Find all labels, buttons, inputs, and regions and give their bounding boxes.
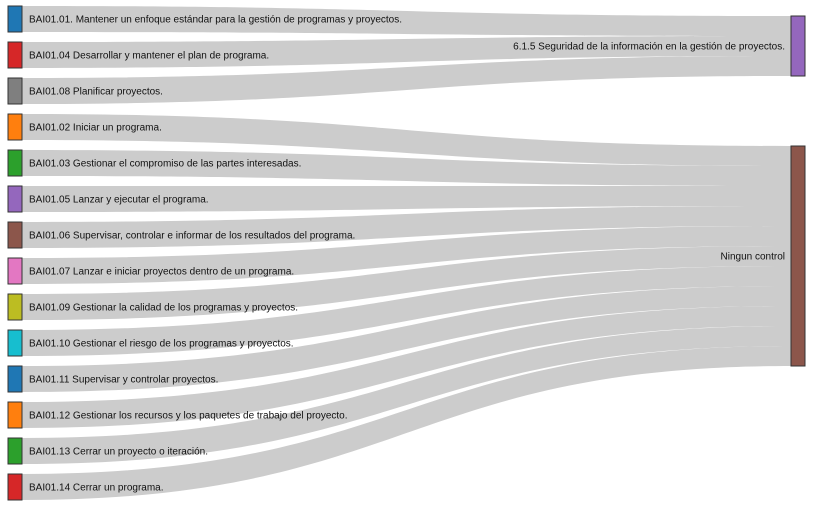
- sankey-link-7: [22, 206, 791, 248]
- sankey-link-8: [22, 226, 791, 284]
- source-node-label: BAI01.01. Mantener un enfoque estándar p…: [29, 15, 402, 26]
- sankey-link-11: [22, 286, 791, 392]
- source-node-label: BAI01.11 Supervisar y controlar proyecto…: [29, 375, 218, 386]
- source-node-label: BAI01.08 Planificar proyectos.: [29, 87, 163, 98]
- source-node-8[interactable]: [7, 257, 23, 285]
- sankey-links: [22, 6, 791, 500]
- source-node-label: BAI01.03 Gestionar el compromiso de las …: [29, 159, 301, 170]
- source-node-4[interactable]: [7, 113, 23, 141]
- source-node-13[interactable]: [7, 437, 23, 465]
- sankey-link-9: [22, 246, 791, 320]
- target-node-label: Ningun control: [721, 252, 785, 263]
- source-node-label: BAI01.02 Iniciar un programa.: [29, 123, 162, 134]
- sankey-link-6: [22, 186, 791, 212]
- sankey-link-5: [22, 150, 791, 186]
- sankey-link-14: [22, 346, 791, 500]
- source-node-label: BAI01.12 Gestionar los recursos y los pa…: [29, 411, 348, 422]
- sankey-link-1: [22, 6, 791, 36]
- target-node-1[interactable]: [790, 15, 806, 77]
- target-node-2[interactable]: [790, 145, 806, 367]
- source-node-14[interactable]: [7, 473, 23, 501]
- source-node-10[interactable]: [7, 329, 23, 357]
- source-node-12[interactable]: [7, 401, 23, 429]
- source-node-label: BAI01.13 Cerrar un proyecto o iteración.: [29, 447, 208, 458]
- source-node-label: BAI01.04 Desarrollar y mantener el plan …: [29, 51, 269, 62]
- source-node-3[interactable]: [7, 77, 23, 105]
- source-node-5[interactable]: [7, 149, 23, 177]
- source-node-7[interactable]: [7, 221, 23, 249]
- sankey-link-3: [22, 56, 791, 104]
- target-node-label: 6.1.5 Seguridad de la información en la …: [513, 42, 785, 53]
- source-node-label: BAI01.06 Supervisar, controlar e informa…: [29, 231, 355, 242]
- source-node-label: BAI01.10 Gestionar el riesgo de los prog…: [29, 339, 294, 350]
- source-node-9[interactable]: [7, 293, 23, 321]
- sankey-nodes: BAI01.01. Mantener un enfoque estándar p…: [7, 5, 806, 501]
- source-node-label: BAI01.07 Lanzar e iniciar proyectos dent…: [29, 267, 294, 278]
- source-node-2[interactable]: [7, 41, 23, 69]
- source-node-11[interactable]: [7, 365, 23, 393]
- source-node-label: BAI01.09 Gestionar la calidad de los pro…: [29, 303, 298, 314]
- sankey-link-4: [22, 114, 791, 166]
- source-node-label: BAI01.05 Lanzar y ejecutar el programa.: [29, 195, 209, 206]
- sankey-link-10: [22, 266, 791, 356]
- source-node-6[interactable]: [7, 185, 23, 213]
- sankey-link-13: [22, 326, 791, 464]
- sankey-link-2: [22, 36, 791, 68]
- sankey-link-12: [22, 306, 791, 428]
- source-node-label: BAI01.14 Cerrar un programa.: [29, 483, 164, 494]
- source-node-1[interactable]: [7, 5, 23, 33]
